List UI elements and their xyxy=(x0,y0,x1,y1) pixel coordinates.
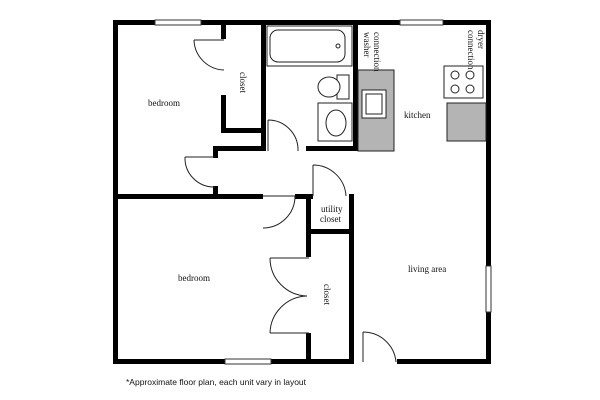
burner-3 xyxy=(450,84,460,94)
bathtub-inner xyxy=(269,29,346,63)
wall-closet-bottom xyxy=(221,128,266,133)
door-bathroom xyxy=(267,119,299,152)
label-kitchen: kitchen xyxy=(404,110,431,120)
utility-line-2: closet xyxy=(320,214,341,224)
label-bedroom-bottom: bedroom xyxy=(178,273,210,283)
bath-sink xyxy=(325,109,347,137)
stove xyxy=(443,65,484,99)
washer-line-2: connection xyxy=(372,32,382,72)
toilet-bowl xyxy=(317,76,341,98)
label-washer-connection: washer connection xyxy=(362,32,382,72)
wall-hall-top xyxy=(214,146,266,151)
burner-2 xyxy=(465,70,475,80)
wall-hall-left-lower xyxy=(213,186,218,199)
wall-utility-left xyxy=(306,194,311,231)
wall-closet2-right xyxy=(349,229,354,364)
wall-bath-left xyxy=(261,20,266,150)
bath-fixtures xyxy=(266,25,353,142)
label-closet-bottom: closet xyxy=(322,284,332,305)
window-top-left xyxy=(154,19,202,26)
window-right xyxy=(485,265,492,313)
kitchen-sink-basin xyxy=(365,93,383,115)
exterior-walls xyxy=(113,20,491,364)
wall-utility-bottom xyxy=(306,229,354,234)
wall-mid-horizontal xyxy=(113,194,263,199)
bathtub-drain xyxy=(335,43,341,49)
window-top-right xyxy=(399,19,444,26)
label-dryer-connection: dryer connection xyxy=(466,30,486,70)
wall-hall-left-stub xyxy=(213,146,218,158)
footnote: *Approximate floor plan, each unit vary … xyxy=(126,377,307,387)
label-bedroom-top: bedroom xyxy=(148,98,180,108)
room-labels: bedroom closet kitchen washer connection… xyxy=(148,30,486,305)
burner-4 xyxy=(465,84,475,94)
wall-utility-right xyxy=(349,194,354,231)
burner-1 xyxy=(450,70,460,80)
washer-line-1: washer xyxy=(362,32,372,58)
utility-line-1: utility xyxy=(321,204,343,214)
wall-closet2-left xyxy=(306,229,311,257)
door-entry xyxy=(362,331,397,363)
kitchen-fixtures xyxy=(357,65,487,152)
door-closet-top xyxy=(193,39,225,71)
windows xyxy=(154,19,492,365)
door-closet-bottom-upper xyxy=(269,257,309,297)
doors xyxy=(184,39,397,363)
interior-walls xyxy=(113,20,358,364)
wall-bottom-right xyxy=(397,359,491,364)
dryer-line-2: connection xyxy=(466,30,476,70)
wall-mid-stub xyxy=(295,194,313,199)
wall-bath-bottom xyxy=(306,146,358,151)
label-closet-top: closet xyxy=(238,72,248,93)
door-hall-bedroom xyxy=(184,156,216,188)
dryer-line-1: dryer xyxy=(476,30,486,49)
wall-bath-right xyxy=(353,20,358,150)
label-living-area: living area xyxy=(408,264,446,274)
door-bedroom-bottom xyxy=(262,195,296,229)
wall-left-bottom xyxy=(113,196,118,364)
wall-closet2-left-lower xyxy=(306,333,311,363)
wall-right xyxy=(486,20,491,364)
wall-left-top xyxy=(113,20,118,197)
door-closet-bottom-lower xyxy=(269,295,309,334)
wall-closet-left-lower xyxy=(221,95,226,133)
refrigerator xyxy=(446,102,487,142)
door-utility xyxy=(312,164,347,197)
wall-closet-left xyxy=(221,20,226,39)
wall-top xyxy=(113,20,491,25)
label-utility-closet: utility closet xyxy=(320,204,345,224)
window-bottom xyxy=(224,358,272,365)
